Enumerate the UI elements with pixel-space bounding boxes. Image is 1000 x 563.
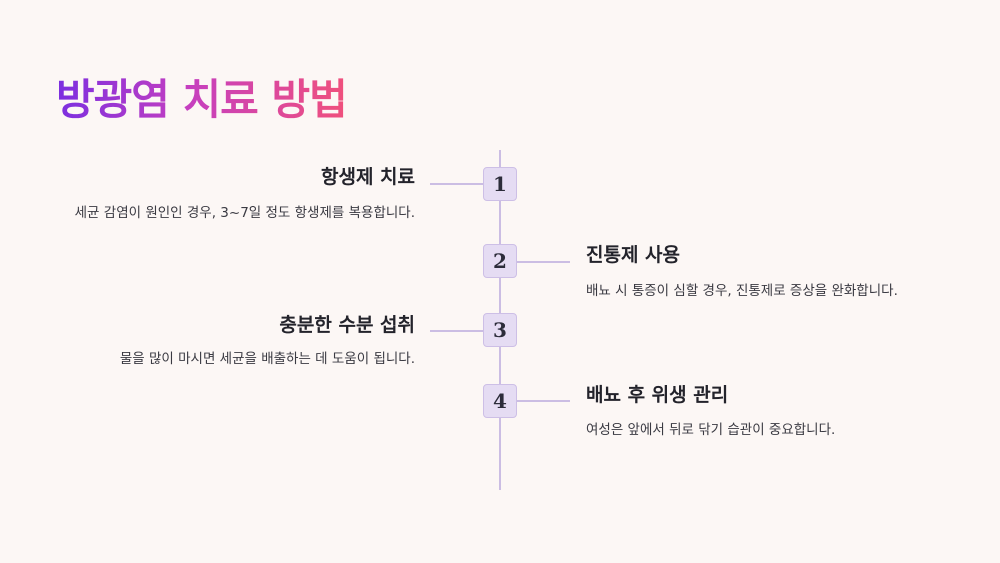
page-title: 방광염 치료 방법 [56, 66, 348, 127]
step-3-number: 3 [483, 313, 517, 347]
step-1-description: 세균 감염이 원인인 경우, 3~7일 정도 항생제를 복용합니다. [74, 205, 415, 221]
step-4-title: 배뇨 후 위생 관리 [586, 384, 729, 406]
step-4-number: 4 [483, 384, 517, 418]
step-1-connector [430, 183, 500, 185]
step-2-number: 2 [483, 244, 517, 278]
step-1-number: 1 [483, 167, 517, 201]
step-4-connector [500, 400, 570, 402]
step-2-description: 배뇨 시 통증이 심할 경우, 진통제로 증상을 완화합니다. [586, 283, 898, 299]
step-2-connector [500, 261, 570, 263]
step-2-title: 진통제 사용 [586, 244, 681, 266]
step-3-description: 물을 많이 마시면 세균을 배출하는 데 도움이 됩니다. [119, 351, 415, 367]
step-3-connector [430, 330, 500, 332]
step-1-title: 항생제 치료 [320, 166, 415, 188]
step-3-title: 충분한 수분 섭취 [279, 314, 415, 336]
step-4-description: 여성은 앞에서 뒤로 닦기 습관이 중요합니다. [586, 422, 836, 438]
